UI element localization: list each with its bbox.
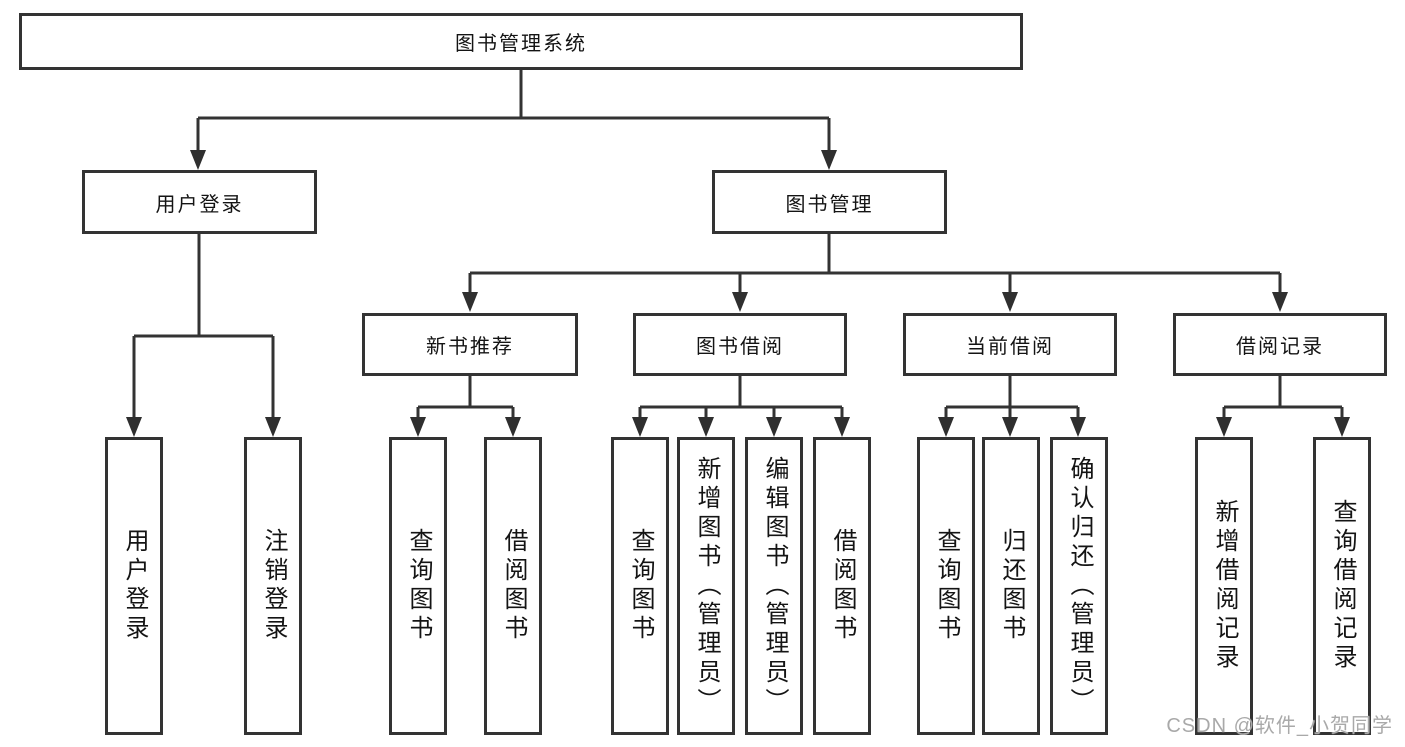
leaf-return-books: 归还图书 bbox=[982, 437, 1040, 735]
leaf-label: 查询借阅记录 bbox=[1329, 499, 1356, 673]
leaf-query-books-current: 查询图书 bbox=[917, 437, 975, 735]
leaf-label: 注销登录 bbox=[260, 528, 287, 644]
leaf-add-books-admin: 新增图书（管理员） bbox=[677, 437, 735, 735]
node-borrow-record: 借阅记录 bbox=[1173, 313, 1387, 376]
leaf-query-borrow-record: 查询借阅记录 bbox=[1313, 437, 1371, 735]
leaf-borrow-books-rec: 借阅图书 bbox=[484, 437, 542, 735]
node-borrow-record-label: 借阅记录 bbox=[1236, 336, 1324, 358]
leaf-confirm-return-admin: 确认归还（管理员） bbox=[1050, 437, 1108, 735]
leaf-label: 新增借阅记录 bbox=[1211, 499, 1238, 673]
leaf-user-login: 用户登录 bbox=[105, 437, 163, 735]
node-user-login: 用户登录 bbox=[82, 170, 317, 234]
node-user-login-label: 用户登录 bbox=[155, 193, 244, 216]
node-book-mgmt: 图书管理 bbox=[712, 170, 947, 234]
leaf-borrow-books: 借阅图书 bbox=[813, 437, 871, 735]
leaf-label: 借阅图书 bbox=[829, 528, 856, 644]
node-book-borrow-label: 图书借阅 bbox=[696, 336, 784, 358]
node-current-borrow: 当前借阅 bbox=[903, 313, 1117, 376]
leaf-label: 查询图书 bbox=[933, 528, 960, 644]
leaf-query-books-rec: 查询图书 bbox=[389, 437, 447, 735]
leaf-label: 归还图书 bbox=[998, 528, 1025, 644]
node-system-label: 图书管理系统 bbox=[455, 33, 587, 55]
leaf-query-books-borrow: 查询图书 bbox=[611, 437, 669, 735]
leaf-edit-books-admin: 编辑图书（管理员） bbox=[745, 437, 803, 735]
leaf-label: 查询图书 bbox=[405, 528, 432, 644]
node-book-mgmt-label: 图书管理 bbox=[785, 193, 874, 216]
leaf-label: 新增图书（管理员） bbox=[693, 455, 720, 717]
leaf-label: 确认归还（管理员） bbox=[1066, 455, 1093, 717]
leaf-logout: 注销登录 bbox=[244, 437, 302, 735]
node-new-book-rec-label: 新书推荐 bbox=[426, 336, 514, 358]
node-current-borrow-label: 当前借阅 bbox=[966, 336, 1054, 358]
csdn-watermark: CSDN @软件_小贺同学 bbox=[1166, 715, 1393, 737]
leaf-label: 编辑图书（管理员） bbox=[761, 455, 788, 717]
leaf-label: 查询图书 bbox=[627, 528, 654, 644]
node-book-borrow: 图书借阅 bbox=[633, 313, 847, 376]
node-new-book-rec: 新书推荐 bbox=[362, 313, 578, 376]
leaf-label: 借阅图书 bbox=[500, 528, 527, 644]
leaf-add-borrow-record: 新增借阅记录 bbox=[1195, 437, 1253, 735]
node-system: 图书管理系统 bbox=[19, 13, 1023, 70]
leaf-label: 用户登录 bbox=[121, 528, 148, 644]
